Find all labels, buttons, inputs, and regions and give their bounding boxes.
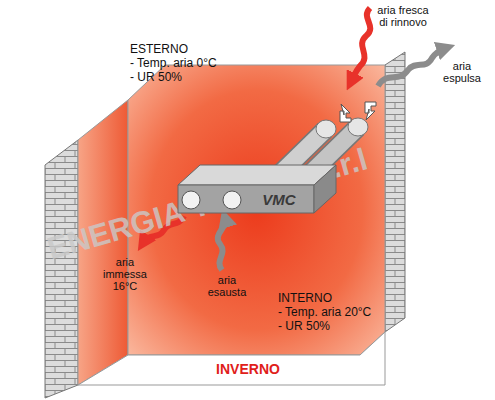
annotation: - UR 50% — [278, 320, 378, 333]
exhaust-air-arrow — [378, 48, 446, 86]
flow-arrow — [340, 102, 376, 122]
unit-shape — [176, 160, 340, 216]
annotation: aria esausta — [204, 274, 250, 298]
vmc-unit: VMC — [176, 160, 340, 216]
brick-wall — [45, 140, 78, 398]
season-label: INVERNO — [190, 361, 306, 377]
extract-air-arrow — [218, 218, 226, 270]
unit-label: VMC — [262, 191, 295, 208]
brick-wall — [385, 52, 405, 332]
annotation: aria espulsa — [437, 60, 487, 84]
annotation: - Temp. aria 20°C — [278, 306, 384, 319]
annotation: - UR 50% — [130, 71, 240, 84]
annotation: aria immessa 16°C — [98, 256, 152, 292]
annotation: - Temp. aria 0°C — [130, 57, 250, 70]
annotation: INTERNO — [278, 292, 378, 305]
floor — [78, 332, 385, 385]
annotation: aria fresca di rinnovo — [376, 4, 430, 28]
annotation: ESTERNO — [130, 43, 240, 56]
fresh-air-arrow — [351, 8, 370, 82]
